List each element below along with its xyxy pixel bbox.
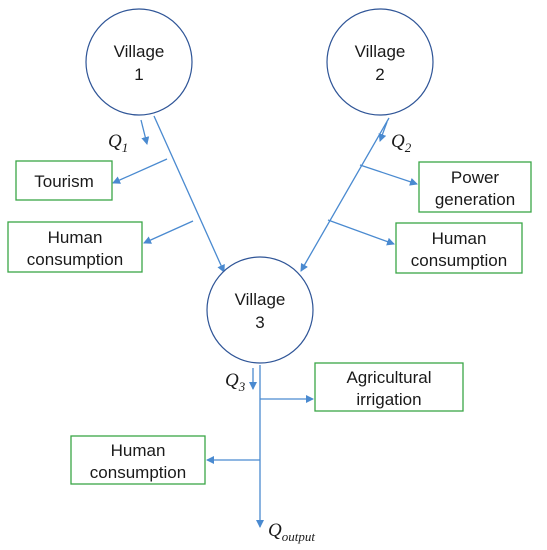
q-output-subscript: output [282,529,316,544]
power-generation-line2: generation [435,190,515,209]
village-3-label: Village [235,290,286,309]
agricultural-irrigation-line2: irrigation [356,390,421,409]
q1-arrow [140,119,150,145]
village-1-label: Village [114,42,165,61]
q2-label: Q2 [391,131,412,155]
human-consumption-2-line2: consumption [411,251,507,270]
tourism-label: Tourism [34,172,94,191]
q2-arrow [378,121,388,142]
flow-line-village2-to-village3 [300,117,390,272]
agricultural-irrigation-box: Agricultural irrigation [314,362,464,412]
agricultural-irrigation-line1: Agricultural [346,368,431,387]
branch-arrow-human1 [143,220,194,244]
q2-subscript: 2 [405,140,412,155]
q-output-label: Qoutput [268,520,315,544]
branch-arrow-human2 [327,219,395,246]
q1-subscript: 1 [122,140,129,155]
human-consumption-box-2: Human consumption [395,222,523,274]
human-consumption-box-3: Human consumption [70,435,206,485]
q-output-symbol: Q [268,520,282,541]
q1-label: Q1 [108,131,128,155]
human-consumption-3-line2: consumption [90,463,186,482]
branch-arrow-power [359,164,418,186]
q2-symbol: Q [391,131,405,152]
village-2-number: 2 [375,65,384,84]
power-generation-line1: Power [451,168,500,187]
q3-label: Q3 [225,370,246,394]
human-consumption-1-line2: consumption [27,250,123,269]
flow-line-village1-to-village3 [153,115,225,273]
human-consumption-3-line1: Human [111,441,166,460]
human-consumption-box-1: Human consumption [7,221,143,273]
village-3-number: 3 [255,313,264,332]
human-consumption-1-line1: Human [48,228,103,247]
q3-subscript: 3 [238,379,246,394]
village-3-node: Village 3 [206,256,314,364]
human-consumption-2-line1: Human [432,229,487,248]
village-2-label: Village [355,42,406,61]
village-1-number: 1 [134,65,143,84]
branch-arrow-tourism [112,158,168,184]
power-generation-box: Power generation [418,161,532,213]
tourism-box: Tourism [15,160,113,201]
village-2-node: Village 2 [326,8,434,116]
q3-symbol: Q [225,370,239,391]
village-1-node: Village 1 [85,8,193,116]
q1-symbol: Q [108,131,122,152]
